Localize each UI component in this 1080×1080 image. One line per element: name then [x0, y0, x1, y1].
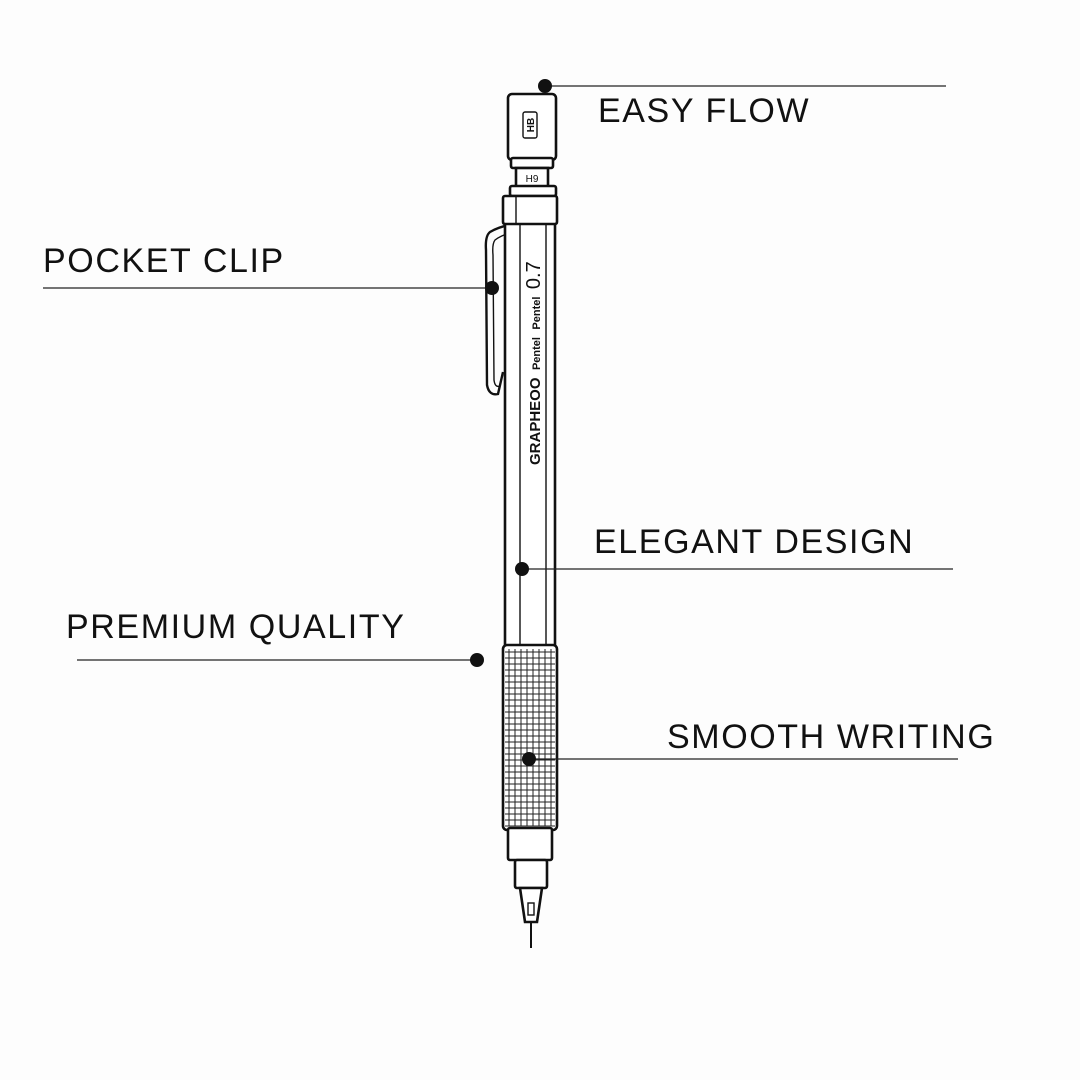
callout-pocket-clip: POCKET CLIP [43, 242, 499, 295]
callout-label: SMOOTH WRITING [667, 718, 995, 756]
pocket-clip [484, 222, 516, 396]
callout-easy-flow: EASY FLOW [538, 79, 946, 130]
band-label: H9 [526, 174, 539, 185]
callout-label: ELEGANT DESIGN [594, 523, 914, 561]
grip-pattern [505, 649, 555, 827]
callout-label: PREMIUM QUALITY [66, 608, 405, 646]
callout-premium-quality: PREMIUM QUALITY [66, 608, 484, 667]
brand-model: GRAPHEOO [527, 377, 544, 465]
svg-text:GRAPHEOO Pentel Pentel: GRAPHEOO Pentel Pentel 0.7 [523, 261, 545, 465]
brand-name-2: Pentel [531, 297, 543, 330]
callout-dot [522, 752, 536, 766]
brand-name: Pentel [531, 337, 543, 370]
cap-label: HB [526, 118, 537, 132]
callout-dot [515, 562, 529, 576]
callout-label: POCKET CLIP [43, 242, 285, 280]
callout-dot [538, 79, 552, 93]
callout-label: EASY FLOW [598, 92, 810, 130]
callout-smooth-writing: SMOOTH WRITING [522, 718, 995, 766]
callout-dot [485, 281, 499, 295]
callout-dot [470, 653, 484, 667]
lead-size: 0.7 [523, 261, 545, 289]
callout-elegant-design: ELEGANT DESIGN [515, 523, 953, 576]
